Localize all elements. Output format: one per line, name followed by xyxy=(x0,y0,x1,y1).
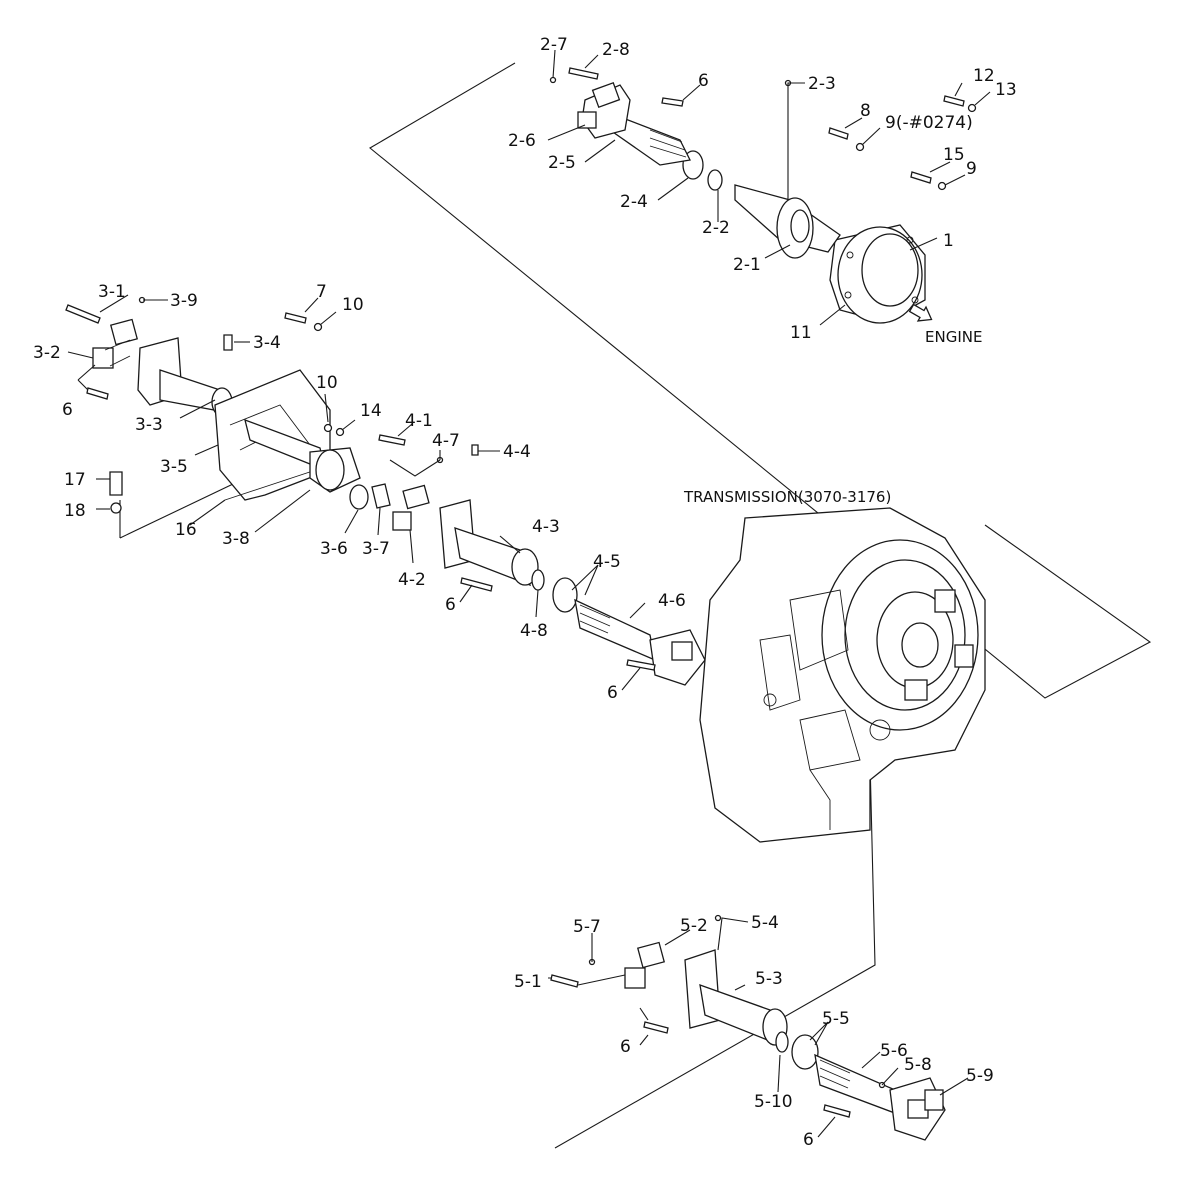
label-12: 12 xyxy=(973,66,995,86)
label-4-6: 4-6 xyxy=(658,591,686,611)
label-6-b: 6 xyxy=(62,400,73,420)
label-6: 6 xyxy=(698,71,709,91)
label-4-1: 4-1 xyxy=(405,411,433,431)
label-6-c: 6 xyxy=(445,595,456,615)
label-5-5: 5-5 xyxy=(822,1009,850,1029)
label-6-e: 6 xyxy=(620,1037,631,1057)
label-5-8: 5-8 xyxy=(904,1055,932,1075)
label-10: 10 xyxy=(342,295,364,315)
transmission-housing xyxy=(699,507,986,843)
label-3-7: 3-7 xyxy=(362,539,390,559)
engine-caption: ENGINE xyxy=(925,328,982,346)
label-5-6: 5-6 xyxy=(880,1041,908,1061)
label-5-2: 5-2 xyxy=(680,916,708,936)
label-10-b: 10 xyxy=(316,373,338,393)
label-6-f: 6 xyxy=(803,1130,814,1150)
label-2-4: 2-4 xyxy=(620,192,648,212)
label-3-2: 3-2 xyxy=(33,343,61,363)
label-2-3: 2-3 xyxy=(808,74,836,94)
flange-assembly xyxy=(549,67,977,324)
leader-lines xyxy=(67,49,991,1138)
label-6-d: 6 xyxy=(607,683,618,703)
label-3-4: 3-4 xyxy=(253,333,281,353)
label-17: 17 xyxy=(64,470,86,490)
label-4-2: 4-2 xyxy=(398,570,426,590)
label-3-3: 3-3 xyxy=(135,415,163,435)
label-5-4: 5-4 xyxy=(751,913,779,933)
label-3-8: 3-8 xyxy=(222,529,250,549)
intermediate-shaft-assembly xyxy=(378,434,706,686)
label-2-6: 2-6 xyxy=(508,131,536,151)
label-4-7: 4-7 xyxy=(432,431,460,451)
part-labels: 2-7 2-8 6 2-3 12 13 8 9(-#0274) 2-6 2-5 … xyxy=(33,35,1017,1150)
label-14: 14 xyxy=(360,401,382,421)
label-3-5: 3-5 xyxy=(160,457,188,477)
label-3-1: 3-1 xyxy=(98,282,126,302)
support-shaft-assembly xyxy=(65,296,391,514)
label-15: 15 xyxy=(943,145,965,165)
label-2-1: 2-1 xyxy=(733,255,761,275)
label-13: 13 xyxy=(995,80,1017,100)
label-4-4: 4-4 xyxy=(503,442,531,462)
label-5-9: 5-9 xyxy=(966,1066,994,1086)
label-5-10: 5-10 xyxy=(754,1092,793,1112)
label-2-2: 2-2 xyxy=(702,218,730,238)
label-16: 16 xyxy=(175,520,197,540)
label-4-5: 4-5 xyxy=(593,552,621,572)
rear-shaft-assembly xyxy=(550,914,946,1141)
label-3-9: 3-9 xyxy=(170,291,198,311)
label-11: 11 xyxy=(790,323,812,343)
label-9: 9 xyxy=(966,159,977,179)
label-2-7: 2-7 xyxy=(540,35,568,55)
label-4-8: 4-8 xyxy=(520,621,548,641)
label-5-3: 5-3 xyxy=(755,969,783,989)
label-4-3: 4-3 xyxy=(532,517,560,537)
label-9-note: 9(-#0274) xyxy=(885,113,973,133)
label-5-1: 5-1 xyxy=(514,972,542,992)
label-1: 1 xyxy=(943,231,954,251)
label-18: 18 xyxy=(64,501,86,521)
transmission-caption: TRANSMISSION(3070-3176) xyxy=(683,488,891,506)
label-2-8: 2-8 xyxy=(602,40,630,60)
label-2-5: 2-5 xyxy=(548,153,576,173)
label-5-7: 5-7 xyxy=(573,917,601,937)
label-3-6: 3-6 xyxy=(320,539,348,559)
label-8: 8 xyxy=(860,101,871,121)
label-7: 7 xyxy=(316,282,327,302)
